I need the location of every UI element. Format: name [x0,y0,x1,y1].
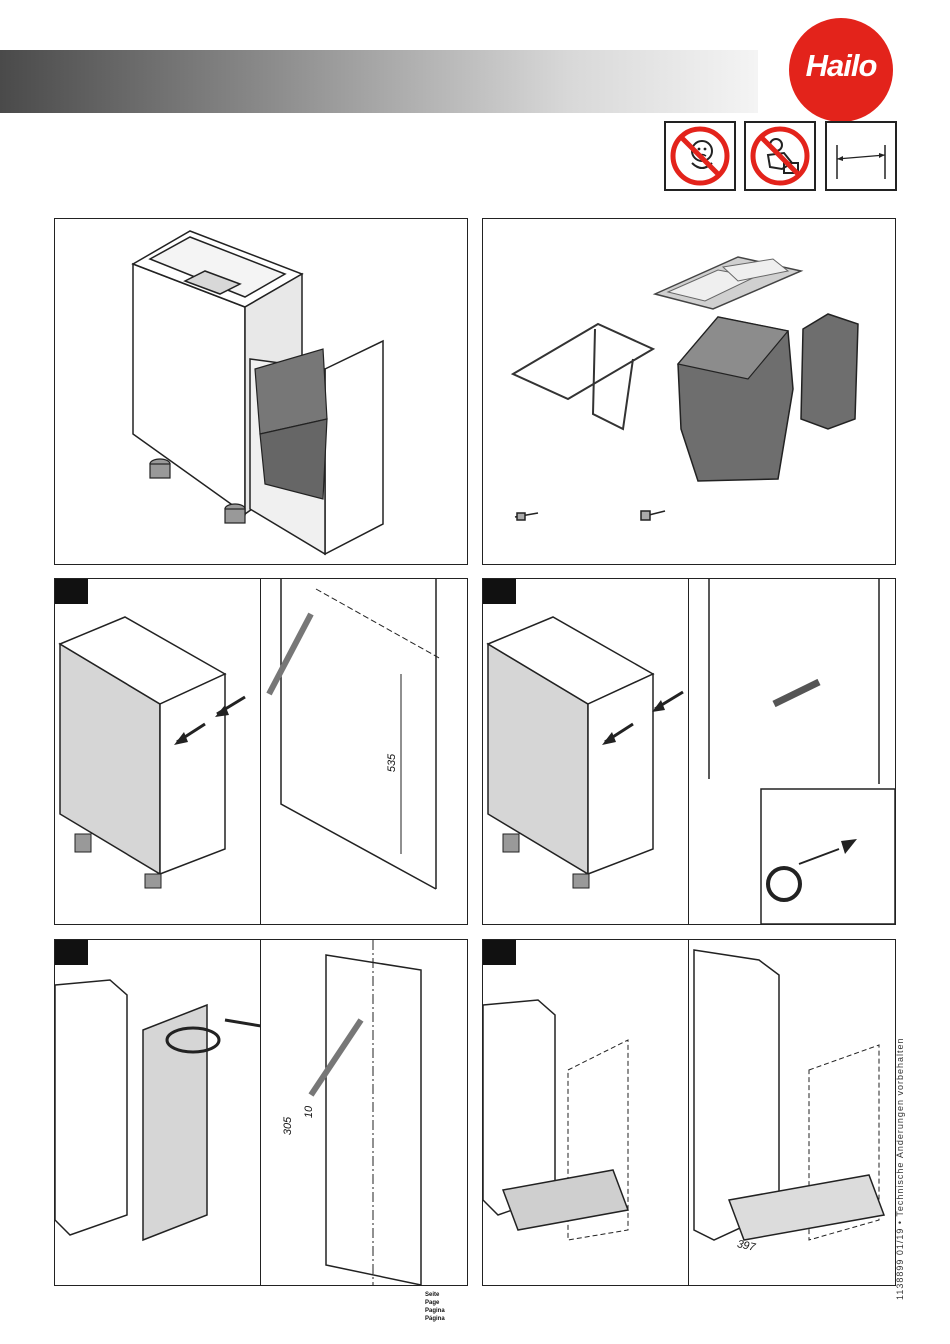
no-children-icon [664,121,736,191]
step-4-panel: 397 [482,939,896,1286]
page-label-de: Seite [425,1291,445,1299]
step-4-detail: 397 [688,940,895,1285]
hailo-logo: Hailo [789,18,893,122]
page-label-en: Page [425,1299,445,1307]
step-2-panel [482,578,896,925]
dimension-10: 10 [303,1106,315,1118]
assembled-cabinet-panel [54,218,468,565]
page-label: Seite Page Pagina Página [425,1291,445,1323]
step-2-detail [688,579,895,924]
dimension-535: 535 [386,754,398,772]
dimension-305: 305 [282,1117,294,1135]
step-3-panel: 305 10 [54,939,468,1286]
assembled-cabinet-drawing [55,219,467,564]
step-1-panel: 535 [54,578,468,925]
parts-overview-panel [482,218,896,565]
page-label-it: Pagina [425,1307,445,1315]
step-4-drawing [483,940,689,1285]
step-3-detail: 305 10 [260,940,467,1285]
width-measure-icon [825,121,897,191]
parts-overview-drawing [483,219,895,564]
document-code: 1138899 01/19 • Technische Änderungen vo… [895,1038,905,1301]
step-1-cabinet-drawing [55,579,261,924]
step-3-drawing [55,940,261,1285]
page-label-es: Página [425,1315,445,1323]
step-1-detail: 535 [260,579,467,924]
logo-text: Hailo [789,48,893,84]
step-2-cabinet-drawing [483,579,689,924]
no-climbing-icon [744,121,816,191]
header-gradient-bar [0,50,758,113]
